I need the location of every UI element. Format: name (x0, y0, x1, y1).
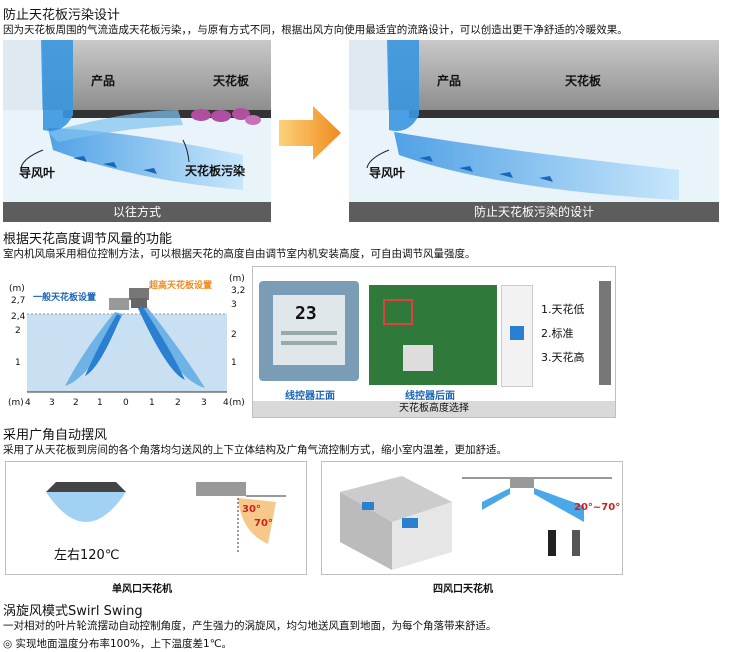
left-tick: 2,4 (11, 312, 26, 322)
ceiling-stain-label: 天花板污染 (185, 164, 246, 178)
dip-switch-highlight (383, 299, 413, 325)
x-tick: 3 (201, 398, 207, 408)
new-method-illustration (349, 40, 719, 200)
x-tick: 1 (97, 398, 103, 408)
x-tick: 4 (25, 398, 31, 408)
airflow-chart (27, 288, 227, 393)
controller-panel: 23 1.天花低 2.标准 3.天花高 线控器正面 线控器后面 天花板高度选择 (252, 266, 616, 418)
x-axis-unit: (m) (8, 398, 24, 408)
x-tick: 1 (149, 398, 155, 408)
screen-line (281, 341, 337, 345)
screen-line (281, 331, 337, 335)
height-option-low: 1.天花低 (541, 303, 585, 316)
x-tick: 0 (123, 398, 129, 408)
left-tick: 2 (15, 326, 21, 336)
ceiling-bar (599, 281, 611, 385)
single-vent-illustration (46, 482, 286, 552)
section3-title: 采用广角自动摆风 (3, 428, 108, 443)
height-indicator (501, 285, 533, 387)
right-tick: 3 (231, 300, 237, 310)
single-vent-caption: 单风口天花机 (112, 584, 172, 595)
new-method-panel: 产品 天花板 导风叶 防止天花板污染的设计 (349, 40, 719, 222)
section3-desc: 采用了从天花板到房间的各个角落均匀送风的上下立体结构及广角气流控制方式，缩小室内… (3, 444, 507, 456)
section4-note: ◎ 实现地面温度分布率100%，上下温度差1℃。 (3, 638, 232, 650)
old-method-caption: 以往方式 (3, 202, 271, 222)
controller-caption: 天花板高度选择 (253, 401, 615, 417)
height-option-high: 3.天花高 (541, 351, 585, 364)
controller-back-label: 线控器后面 (405, 391, 455, 402)
angle-30: 30° (242, 504, 261, 515)
four-vent-panel: 20°~70° (321, 461, 623, 575)
swirl-title-en: Swirl Swing (68, 604, 143, 619)
right-tick: 1 (231, 358, 237, 368)
controller-screen: 23 (273, 295, 345, 365)
right-tick: 2 (231, 330, 237, 340)
product-label: 产品 (91, 74, 116, 88)
four-vent-caption: 四风口天花机 (433, 584, 493, 595)
section4-desc: 一对相对的叶片轮流摆动自动控制角度，产生强力的涡旋风，均匀地送风直到地面，为每个… (3, 620, 497, 632)
arrow-right-icon (279, 106, 341, 160)
four-vent-angle: 20°~70° (574, 502, 621, 513)
old-method-panel: 产品 天花板 导风叶 天花板污染 以往方式 (3, 40, 271, 222)
x-tick: 3 (49, 398, 55, 408)
ceiling-height-diagram: 一般天花板设置 超高天花板设置 (m) (m) 2,7 2,4 2 1 3,2 … (5, 268, 245, 416)
angle-70: 70° (254, 518, 273, 529)
x-tick: 2 (175, 398, 181, 408)
height-option-standard: 2.标准 (541, 327, 574, 340)
controller-front: 23 (259, 281, 359, 381)
ceiling-label: 天花板 (213, 74, 250, 88)
temperature-display: 23 (295, 303, 317, 324)
product-label: 产品 (437, 74, 462, 88)
normal-ceiling-label: 一般天花板设置 (33, 293, 97, 303)
height-marker (510, 326, 524, 340)
controller-back-board (369, 285, 497, 385)
section4-title: 涡旋风模式Swirl Swing (3, 600, 143, 619)
left-tick: 1 (15, 358, 21, 368)
single-vent-panel: 左右120℃ 30° 70° (5, 461, 307, 575)
right-axis-unit: (m) (229, 274, 245, 284)
controller-front-label: 线控器正面 (285, 391, 335, 402)
section2-desc: 室内机风扇采用相位控制方法，可以根据天花的高度自由调节室内机安装高度，可自由调节… (3, 248, 476, 260)
x-tick: 4 (223, 398, 229, 408)
x-axis-unit: (m) (229, 398, 245, 408)
old-method-illustration (3, 40, 271, 190)
x-tick: 2 (73, 398, 79, 408)
section2-title: 根据天花高度调节风量的功能 (3, 232, 173, 247)
connector (403, 345, 433, 371)
new-method-caption: 防止天花板污染的设计 (349, 202, 719, 222)
swirl-title-cn: 涡旋风模式 (3, 604, 69, 619)
four-vent-illustration (340, 476, 612, 570)
section1-title: 防止天花板污染设计 (3, 8, 121, 23)
louver-label: 导风叶 (19, 166, 56, 180)
single-vent-angle: 左右120℃ (54, 548, 120, 563)
high-ceiling-label: 超高天花板设置 (149, 281, 213, 291)
left-axis-unit: (m) (9, 284, 25, 294)
right-tick: 3,2 (231, 286, 246, 296)
louver-label: 导风叶 (369, 166, 406, 180)
left-tick: 2,7 (11, 296, 26, 306)
section1-desc: 因为天花板周围的气流造成天花板污染，，与原有方式不同，根据出风方向使用最适宜的流… (3, 24, 628, 36)
ceiling-label: 天花板 (565, 74, 602, 88)
